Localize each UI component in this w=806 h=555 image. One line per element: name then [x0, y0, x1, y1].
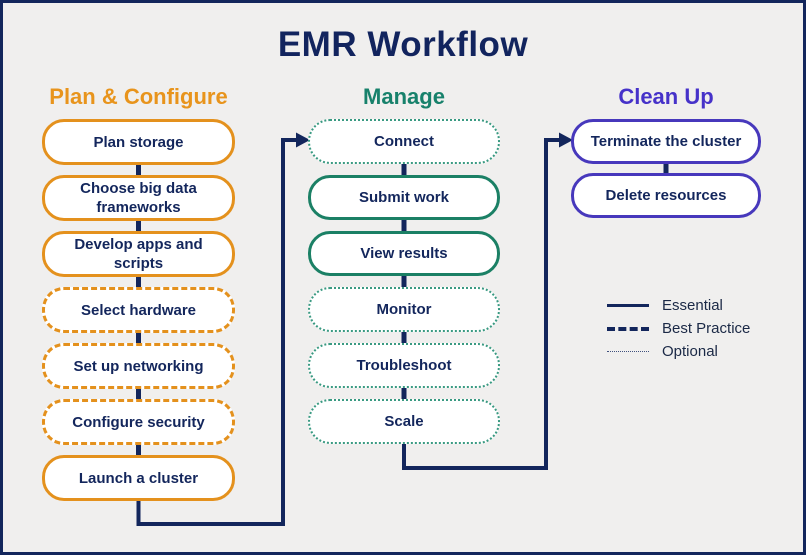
column-clean-up: Terminate the cluster Delete resources [571, 119, 761, 218]
node-scale: Scale [308, 399, 500, 444]
node-view-results: View results [308, 231, 500, 276]
essential-line-sample [607, 304, 649, 307]
legend-label: Optional [662, 343, 718, 360]
node-plan-storage: Plan storage [42, 119, 235, 165]
legend-item-best-practice: Best Practice [607, 317, 750, 340]
legend: Essential Best Practice Optional [607, 294, 750, 363]
node-monitor: Monitor [308, 287, 500, 332]
node-set-up-networking: Set up networking [42, 343, 235, 389]
column-plan-configure: Plan storage Choose big data frameworks … [42, 119, 235, 501]
legend-item-essential: Essential [607, 294, 750, 317]
best-practice-line-sample [607, 326, 649, 331]
arrowhead-icon [296, 132, 310, 148]
arrow-launch-to-connect [136, 132, 310, 526]
column-header-clean-up: Clean Up [618, 84, 714, 109]
column-header-manage: Manage [363, 84, 445, 109]
column-header-plan-configure: Plan & Configure [49, 84, 228, 109]
node-develop-apps-and-scripts: Develop apps and scripts [42, 231, 235, 277]
column-manage: Connect Submit work View results Monitor… [308, 119, 500, 444]
arrow-scale-to-terminate [402, 132, 573, 470]
node-launch-a-cluster: Launch a cluster [42, 455, 235, 501]
node-choose-big-data-frameworks: Choose big data frameworks [42, 175, 235, 221]
node-submit-work: Submit work [308, 175, 500, 220]
diagram-title: EMR Workflow [277, 25, 529, 64]
legend-item-optional: Optional [607, 340, 750, 363]
node-troubleshoot: Troubleshoot [308, 343, 500, 388]
arrowhead-icon [559, 132, 573, 148]
legend-label: Best Practice [662, 320, 751, 337]
node-delete-resources: Delete resources [571, 173, 761, 218]
node-connect: Connect [308, 119, 500, 164]
legend-label: Essential [662, 297, 723, 314]
node-select-hardware: Select hardware [42, 287, 235, 333]
node-terminate-the-cluster: Terminate the cluster [571, 119, 761, 164]
node-configure-security: Configure security [42, 399, 235, 445]
optional-line-sample [607, 351, 649, 352]
